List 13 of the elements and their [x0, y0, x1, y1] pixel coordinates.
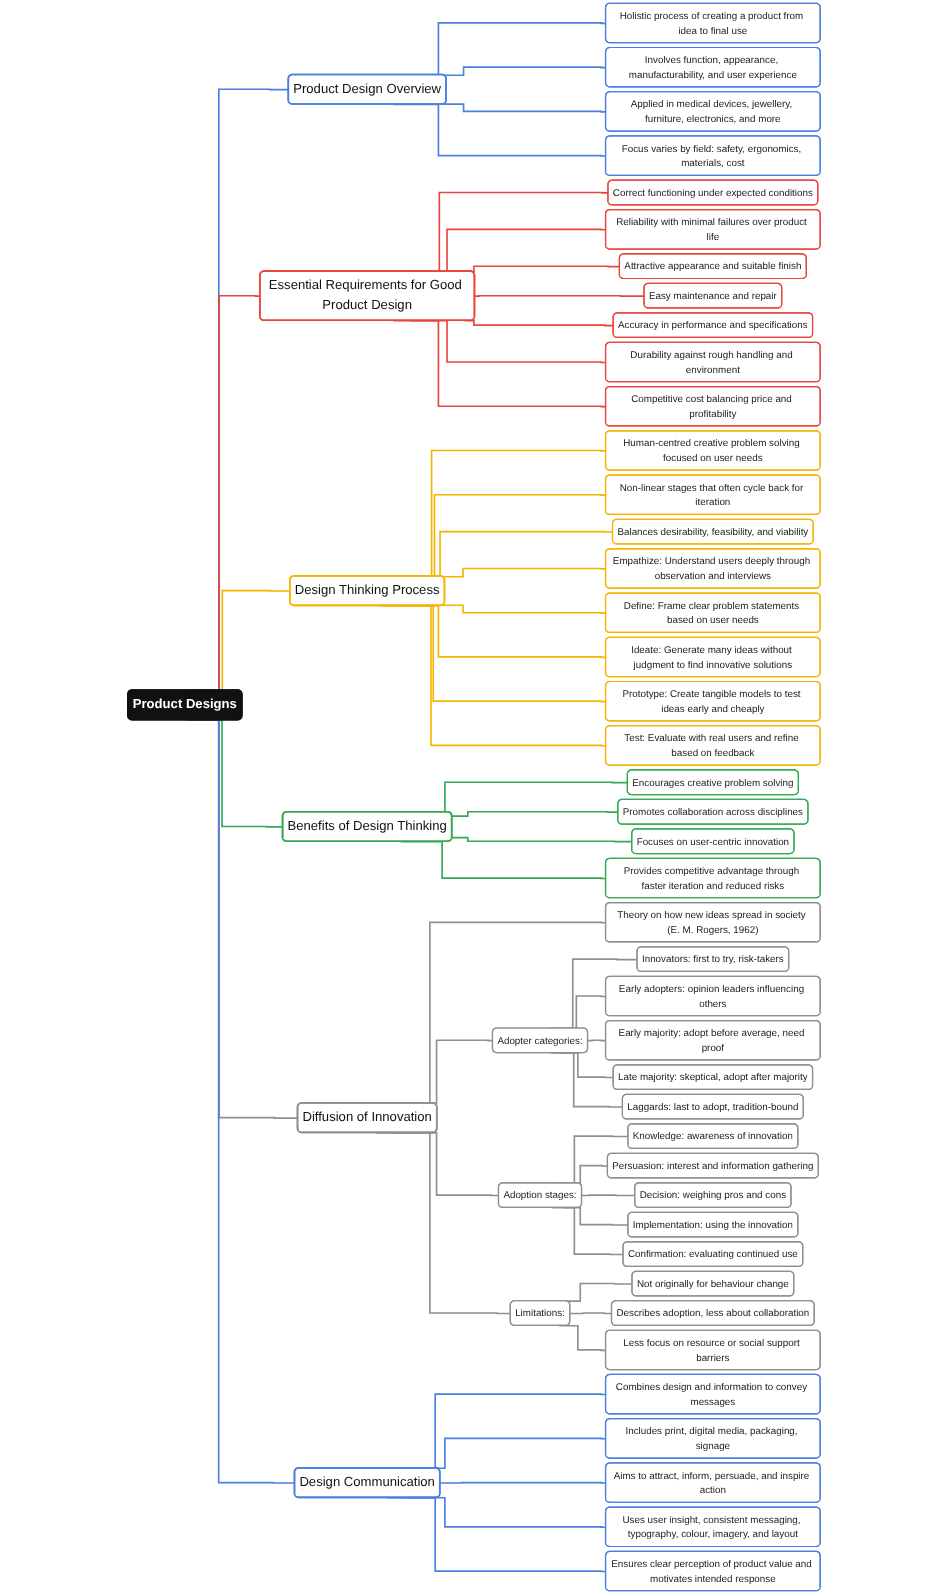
connector	[441, 604, 607, 614]
connector	[439, 1481, 607, 1484]
connector	[442, 66, 607, 77]
connector	[463, 319, 615, 327]
connector	[569, 1312, 613, 1315]
connector	[587, 1039, 607, 1042]
connector	[474, 294, 646, 297]
connector	[581, 1194, 636, 1197]
connector	[442, 103, 607, 113]
connector	[563, 1282, 634, 1302]
connector	[441, 567, 607, 578]
connector	[451, 836, 633, 843]
connector	[451, 810, 620, 817]
